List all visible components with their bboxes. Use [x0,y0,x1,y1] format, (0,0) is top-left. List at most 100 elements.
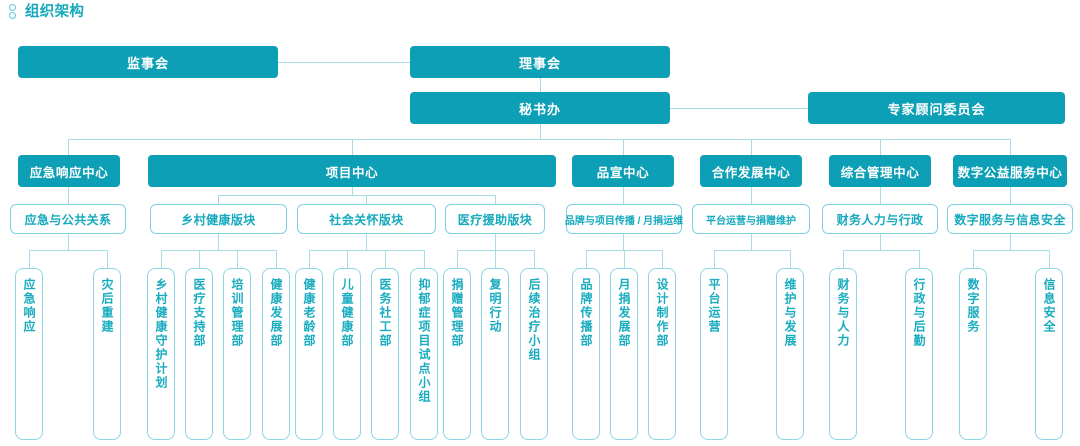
connector-project-to-social [366,195,367,204]
connector-digital-to-section [1010,187,1011,204]
connector-platform-drop [751,234,752,250]
connector-platform-bus [714,250,790,251]
connector-bus-to-emergency [68,139,69,155]
section-social-care[interactable]: 社会关怀版块 [297,204,436,234]
node-supervisory-board[interactable]: 监事会 [18,46,278,78]
dept-label: 数字服务 [966,278,980,334]
connector-rural-l1 [161,250,162,268]
connector-emergencypr-l1 [29,250,30,268]
dept-label: 健康老龄部 [302,278,316,348]
center-digital[interactable]: 数字公益服务中心 [953,155,1067,187]
dept-digital-service[interactable]: 数字服务 [959,268,987,440]
connector-supervisory-to-board [278,62,410,63]
connector-secretariat-to-advisory [670,108,808,109]
dept-label: 抑郁症项目试点小组 [417,278,431,404]
dept-monthly-donation[interactable]: 月捐发展部 [610,268,638,440]
dept-label: 应急响应 [22,278,36,334]
dept-label: 培训管理部 [230,278,244,348]
dept-label: 医务社工部 [378,278,392,348]
center-management[interactable]: 综合管理中心 [829,155,931,187]
connector-medicalaid-drop [495,234,496,250]
connector-finance-bus [843,250,919,251]
dept-rural-health-plan[interactable]: 乡村健康守护计划 [147,268,175,440]
dept-training-management[interactable]: 培训管理部 [223,268,251,440]
page-title: 组织架构 [8,4,84,21]
dept-label: 乡村健康守护计划 [154,278,168,390]
node-board-of-directors[interactable]: 理事会 [410,46,670,78]
dept-emergency-response[interactable]: 应急响应 [15,268,43,440]
connector-finance-drop [880,234,881,250]
dept-label: 财务与人力 [836,278,850,348]
center-project[interactable]: 项目中心 [148,155,556,187]
connector-social-l1 [309,250,310,268]
page-title-label: 组织架构 [25,4,85,20]
dept-medical-social-work[interactable]: 医务社工部 [371,268,399,440]
connector-cooperation-to-section [751,187,752,204]
connector-medicalaid-l2 [495,250,496,268]
node-secretariat[interactable]: 秘书办 [410,92,670,124]
connector-centers-bus [68,139,1010,140]
section-emergency-pr[interactable]: 应急与公共关系 [10,204,126,234]
org-chart-icon [8,4,19,21]
connector-project-drop [352,187,353,195]
section-platform-donation[interactable]: 平台运营与捐赠维护 [692,204,810,234]
dept-label: 医疗支持部 [192,278,206,348]
dept-platform-operation[interactable]: 平台运营 [700,268,728,440]
dept-follow-up-treatment[interactable]: 后续治疗小组 [520,268,548,440]
center-cooperation[interactable]: 合作发展中心 [700,155,802,187]
connector-rural-drop [218,234,219,250]
connector-digitalsec-bus [973,250,1049,251]
dept-label: 平台运营 [707,278,721,334]
connector-medicalaid-l1 [457,250,458,268]
connector-secretariat-drop [540,124,541,139]
connector-finance-l1 [843,250,844,268]
node-expert-advisory-committee[interactable]: 专家顾问委员会 [808,92,1065,124]
section-medical-aid[interactable]: 医疗援助版块 [445,204,545,234]
connector-brand-l2 [624,250,625,268]
section-brand-comm[interactable]: 品牌与项目传播 / 月捐运维 [565,204,683,234]
section-rural-health[interactable]: 乡村健康版块 [150,204,287,234]
connector-board-to-secretariat [540,78,541,92]
connector-management-to-section [880,187,881,204]
section-finance-hr-admin[interactable]: 财务人力与行政 [822,204,938,234]
dept-donation-management[interactable]: 捐赠管理部 [443,268,471,440]
connector-emergencypr-bus [29,250,107,251]
connector-branding-to-section [623,187,624,204]
dept-label: 设计制作部 [655,278,669,348]
dept-sight-restoration[interactable]: 复明行动 [481,268,509,440]
dept-label: 行政与后勤 [912,278,926,348]
dept-medical-support[interactable]: 医疗支持部 [185,268,213,440]
dept-finance-hr[interactable]: 财务与人力 [829,268,857,440]
connector-bus-to-management [880,139,881,155]
connector-project-bus [218,195,495,196]
connector-finance-l2 [919,250,920,268]
dept-label: 月捐发展部 [617,278,631,348]
dept-maintenance-dev[interactable]: 维护与发展 [776,268,804,440]
connector-social-l2 [347,250,348,268]
dept-information-security[interactable]: 信息安全 [1035,268,1063,440]
connector-platform-l2 [790,250,791,268]
dept-child-health[interactable]: 儿童健康部 [333,268,361,440]
dept-label: 品牌传播部 [579,278,593,348]
dept-brand-communication[interactable]: 品牌传播部 [572,268,600,440]
connector-digitalsec-drop [1010,234,1011,250]
dept-healthy-aging[interactable]: 健康老龄部 [295,268,323,440]
dept-design-production[interactable]: 设计制作部 [648,268,676,440]
connector-brand-l1 [586,250,587,268]
dept-depression-pilot[interactable]: 抑郁症项目试点小组 [410,268,438,440]
center-emergency[interactable]: 应急响应中心 [18,155,120,187]
dept-post-disaster[interactable]: 灾后重建 [93,268,121,440]
dept-health-development[interactable]: 健康发展部 [262,268,290,440]
center-branding[interactable]: 品宣中心 [572,155,674,187]
connector-digitalsec-l2 [1049,250,1050,268]
connector-rural-bus [161,250,276,251]
dept-admin-logistics[interactable]: 行政与后勤 [905,268,933,440]
connector-emergency-to-section [68,187,69,204]
connector-rural-l4 [276,250,277,268]
section-digital-security[interactable]: 数字服务与信息安全 [947,204,1073,234]
dept-label: 维护与发展 [783,278,797,348]
dept-label: 复明行动 [488,278,502,334]
connector-social-l4 [424,250,425,268]
connector-bus-to-project [352,139,353,155]
connector-emergencypr-drop [68,234,69,250]
